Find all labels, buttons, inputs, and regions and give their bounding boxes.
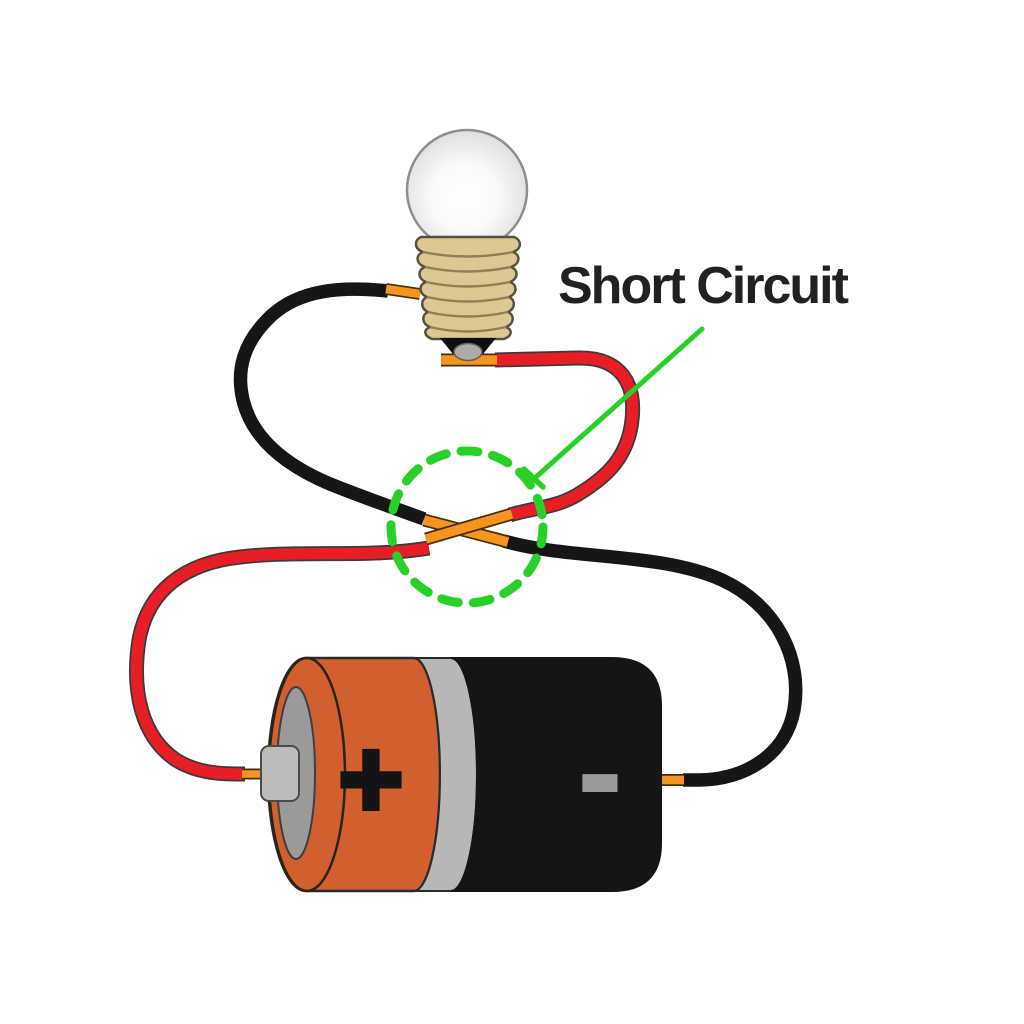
bulb-base-threads (422, 250, 514, 333)
battery: + - (260, 656, 662, 893)
bulb-screw-base (414, 235, 522, 341)
light-bulb (405, 128, 529, 362)
red-wire-lower (129, 540, 431, 782)
battery-minus-symbol: - (577, 686, 623, 854)
bulb-glass (405, 128, 529, 252)
short-circuit-label: Short Circuit (558, 257, 849, 315)
battery-black-section (450, 657, 662, 892)
bare-wire-tip-bulb-left (385, 283, 421, 300)
callout-pointer-tick (521, 466, 546, 490)
short-circuit-crossed-wires (422, 507, 514, 549)
battery-positive-terminal (260, 745, 300, 802)
short-circuit-annotation: Short Circuit (386, 257, 851, 608)
callout-pointer-line (533, 326, 705, 480)
black-wire-lower (502, 534, 803, 787)
black-wire-upper (233, 282, 427, 526)
bulb-contact-dome (453, 342, 483, 362)
battery-plus-symbol: + (338, 717, 403, 842)
circuit-wires (129, 282, 803, 787)
red-wire-upper (494, 350, 641, 523)
dashed-highlight-circle (386, 446, 548, 608)
